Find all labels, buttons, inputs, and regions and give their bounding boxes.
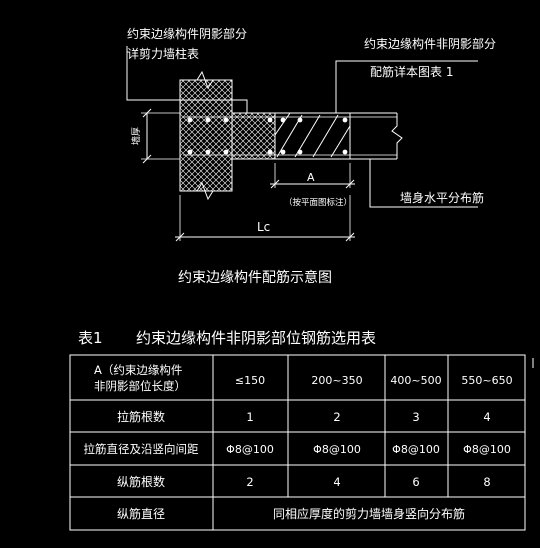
table-number: 表1 — [78, 329, 103, 347]
table-cell: 1 — [246, 410, 253, 424]
table-grid — [69, 354, 534, 531]
table-title: 约束边缘构件非阴影部位钢筋选用表 — [136, 329, 376, 347]
table-cell: 6 — [412, 475, 419, 489]
table-cell: Φ8@100 — [313, 443, 361, 456]
table-cell: Φ8@100 — [463, 443, 511, 456]
table-cell: Φ8@100 — [392, 443, 440, 456]
nonshadow-region — [274, 112, 403, 160]
horizontal-bar-label: 墙身水平分布筋 — [400, 190, 484, 205]
a-dimension-label: A — [307, 171, 315, 184]
leader-lines — [126, 46, 478, 208]
a-dimension — [270, 163, 355, 189]
row-label: 拉筋直径及沿竖向间距 — [84, 442, 199, 456]
table-cell: Φ8@100 — [226, 443, 274, 456]
a-dimension-note: （按平面图标注） — [284, 197, 352, 208]
shadow-sublabel: 详剪力墙柱表 — [127, 46, 199, 61]
merged-cell: 同相应厚度的剪力墙墙身竖向分布筋 — [273, 506, 465, 521]
thickness-dimension — [141, 108, 180, 164]
row-label: 纵筋直径 — [117, 506, 165, 521]
nonshadow-label: 约束边缘构件非阴影部分 — [364, 36, 496, 51]
shadow-region — [179, 70, 276, 201]
diagram-caption: 约束边缘构件配筋示意图 — [178, 269, 332, 286]
header-a-line2: 非阴影部位长度） — [94, 379, 186, 393]
column-header: ≤150 — [235, 374, 265, 387]
column-header: 550~650 — [461, 374, 512, 387]
table-cell: 2 — [246, 475, 253, 489]
table-cell: 4 — [333, 475, 340, 489]
column-header: 200~350 — [311, 374, 362, 387]
lc-dimension-label: Lc — [257, 220, 270, 234]
row-label: 纵筋根数 — [117, 474, 165, 489]
column-header: 400~500 — [390, 374, 441, 387]
row-label: 拉筋根数 — [117, 409, 165, 424]
table-cell: 4 — [483, 410, 490, 424]
table-cell: 2 — [333, 410, 340, 424]
shadow-label: 约束边缘构件阴影部分 — [127, 26, 247, 41]
nonshadow-sublabel: 配筋详本图表 1 — [370, 64, 453, 79]
reinforcement-diagram: 约束边缘构件阴影部分 详剪力墙柱表 约束边缘构件非阴影部分 配筋详本图表 1 A… — [126, 26, 496, 286]
table-cell: 8 — [483, 475, 490, 489]
header-a-line1: A（约束边缘构件 — [94, 363, 182, 377]
lc-dimension — [175, 195, 355, 242]
rebar-dots — [183, 116, 397, 156]
wall-thickness-label: 墙厚 — [130, 127, 142, 145]
table-cell: 3 — [412, 410, 419, 424]
rebar-table: 表1 约束边缘构件非阴影部位钢筋选用表 A（约束边缘构件 非阴影部位长度） ≤1… — [69, 329, 534, 531]
